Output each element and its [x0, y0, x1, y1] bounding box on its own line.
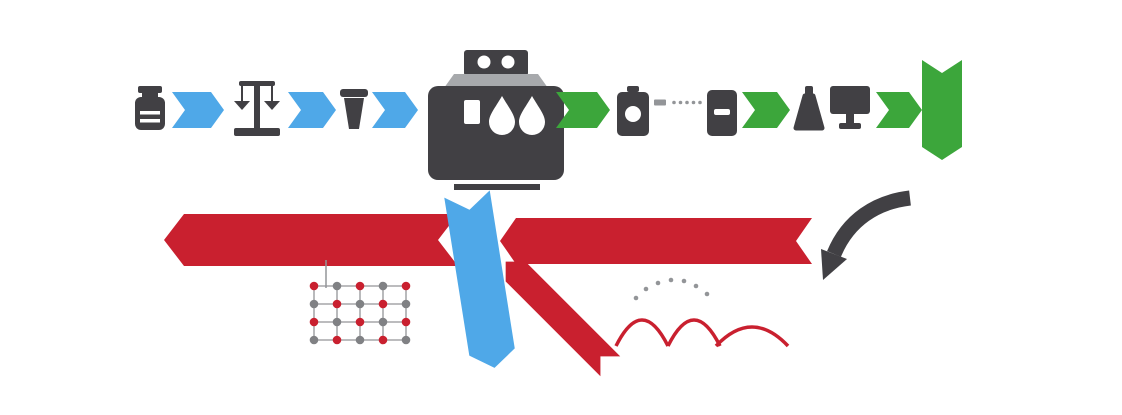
arrow-shape: [444, 190, 515, 368]
furnace-gauge-icon: [477, 55, 491, 69]
jar-neck: [142, 92, 158, 98]
jar-stripe: [140, 119, 160, 123]
jar-stripe: [140, 111, 160, 115]
droplet-icon: [519, 96, 545, 135]
arrow-shape: [288, 92, 336, 128]
analysis-curve-icon: [614, 277, 790, 348]
porthole-icon: [625, 106, 641, 122]
sample-arrow-blue: [444, 190, 515, 368]
droplet-icon: [489, 96, 515, 135]
lattice-bonds: [313, 285, 407, 341]
arrow-shape: [500, 218, 812, 264]
arrow-shape: [505, 261, 621, 377]
arrow-shape: [742, 92, 790, 128]
arrow-right-blue-3: [372, 92, 418, 128]
balance-pan: [234, 101, 250, 110]
feedback-arrow-left: [164, 214, 458, 266]
curve-arrow-dark: [821, 190, 912, 280]
furnace-rail: [454, 184, 540, 190]
detector-icon: [707, 90, 737, 136]
jar-lid: [138, 86, 162, 93]
curve-arrow-head: [821, 249, 847, 280]
arrow-right-blue-1: [172, 92, 224, 128]
crucible-body: [344, 98, 364, 129]
monitor-stand: [846, 114, 854, 123]
arrow-right-green-3: [876, 92, 922, 128]
signal-dash: [654, 99, 666, 106]
signal-dot: [678, 100, 683, 105]
balance-icon: [234, 81, 280, 136]
arrow-right-green-1: [556, 92, 610, 128]
arrow-right-green-2: [742, 92, 790, 128]
signal-dot: [698, 100, 702, 105]
lattice-atoms-red: [309, 281, 411, 345]
furnace-display: [464, 100, 480, 124]
curve-arrow-body: [827, 190, 912, 258]
arrow-shape: [164, 214, 458, 266]
furnace-icon: [428, 50, 564, 190]
balance-pan: [264, 101, 280, 110]
crystal-lattice-icon: [309, 260, 411, 345]
analyzer-icon: [617, 86, 649, 136]
lattice-atoms-gray: [309, 281, 411, 345]
balance-base: [234, 128, 280, 136]
balance-beam: [239, 81, 275, 86]
furnace-stack: [464, 50, 528, 76]
signal-dot: [691, 100, 696, 105]
diagonal-arrow-red: [505, 261, 621, 377]
flask-body: [793, 93, 825, 131]
arrow-group: [505, 261, 621, 377]
energy-curves: [614, 318, 790, 348]
analyzer-cap: [627, 86, 639, 92]
flask-icon: [793, 86, 825, 131]
precursor-jar-icon: [135, 86, 165, 130]
arrow-shape: [876, 92, 922, 128]
crucible-icon: [340, 89, 368, 129]
arrow-right-blue-2: [288, 92, 336, 128]
furnace-collar: [444, 74, 548, 88]
arrow-shape: [372, 92, 418, 128]
arrow-shape: [172, 92, 224, 128]
sampled-points: [633, 277, 710, 301]
arrow-shape: [922, 60, 962, 160]
arrow-down-green: [922, 60, 962, 160]
feedback-arrow-right: [500, 218, 812, 264]
monitor-base: [839, 123, 861, 129]
detector-slit: [714, 109, 730, 115]
signal-dot: [672, 100, 676, 105]
signal-dot: [685, 100, 689, 105]
balance-pillar: [254, 85, 260, 130]
signal-trace-icon: [654, 99, 702, 106]
crucible-rim: [340, 89, 368, 97]
monitor-screen: [830, 86, 870, 114]
furnace-gauge-icon: [501, 55, 515, 69]
arrow-shape: [556, 92, 610, 128]
computer-icon: [830, 86, 870, 129]
